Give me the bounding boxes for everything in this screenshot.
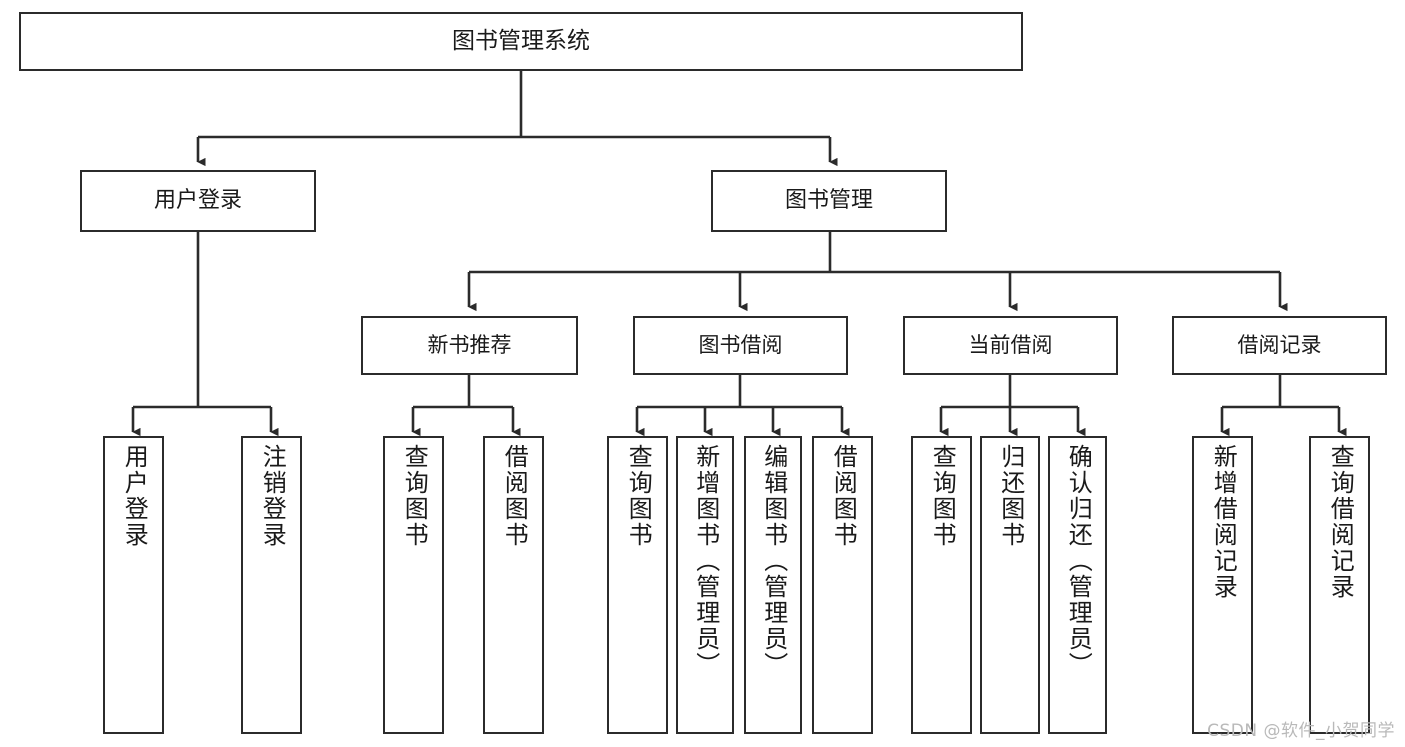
node-new-book-recommend[interactable]: 新书推荐 [361, 316, 578, 375]
node-label: 图书管理 [784, 188, 873, 214]
leaf-current-borrow-return-book[interactable]: 归还图书 [980, 436, 1040, 734]
node-label: 查询图书 [624, 444, 653, 548]
node-label: 归还图书 [996, 444, 1025, 548]
node-label: 查询图书 [400, 444, 429, 548]
node-label: 当前借阅 [968, 333, 1053, 358]
node-label: 注销登录 [258, 444, 287, 548]
leaf-current-borrow-confirm-return-admin[interactable]: 确认归还（管理员） [1048, 436, 1107, 734]
leaf-current-borrow-query-book[interactable]: 查询图书 [911, 436, 972, 734]
leaf-new-book-query-book[interactable]: 查询图书 [383, 436, 444, 734]
node-book-management[interactable]: 图书管理 [711, 170, 947, 232]
node-root-book-management-system[interactable]: 图书管理系统 [19, 12, 1023, 71]
node-label: 编辑图书（管理员） [759, 444, 788, 678]
leaf-borrow-record-add-record[interactable]: 新增借阅记录 [1192, 436, 1253, 734]
node-label: 借阅图书 [500, 444, 529, 548]
node-label: 借阅图书 [829, 444, 858, 548]
node-label: 图书管理系统 [452, 27, 590, 54]
node-label: 查询借阅记录 [1326, 444, 1355, 600]
leaf-book-borrow-query-book[interactable]: 查询图书 [607, 436, 668, 734]
leaf-book-borrow-edit-book-admin[interactable]: 编辑图书（管理员） [744, 436, 802, 734]
node-book-borrow[interactable]: 图书借阅 [633, 316, 848, 375]
leaf-book-borrow-add-book-admin[interactable]: 新增图书（管理员） [676, 436, 734, 734]
leaf-user-login-login[interactable]: 用户登录 [103, 436, 164, 734]
node-label: 图书借阅 [698, 333, 783, 358]
node-label: 查询图书 [928, 444, 957, 548]
leaf-book-borrow-borrow-book[interactable]: 借阅图书 [812, 436, 873, 734]
node-label: 用户登录 [153, 188, 242, 214]
leaf-user-login-logout[interactable]: 注销登录 [241, 436, 302, 734]
node-current-borrow[interactable]: 当前借阅 [903, 316, 1118, 375]
csdn-watermark: CSDN @软件_小贺同学 [1207, 721, 1395, 741]
node-label: 新书推荐 [427, 333, 512, 358]
leaf-borrow-record-query-record[interactable]: 查询借阅记录 [1309, 436, 1370, 734]
node-label: 新增图书（管理员） [691, 444, 720, 678]
node-borrow-record[interactable]: 借阅记录 [1172, 316, 1387, 375]
node-label: 确认归还（管理员） [1064, 444, 1093, 678]
node-user-login[interactable]: 用户登录 [80, 170, 316, 232]
node-label: 新增借阅记录 [1209, 444, 1238, 600]
node-label: 借阅记录 [1237, 333, 1322, 358]
node-label: 用户登录 [120, 444, 149, 548]
leaf-new-book-borrow-book[interactable]: 借阅图书 [483, 436, 544, 734]
